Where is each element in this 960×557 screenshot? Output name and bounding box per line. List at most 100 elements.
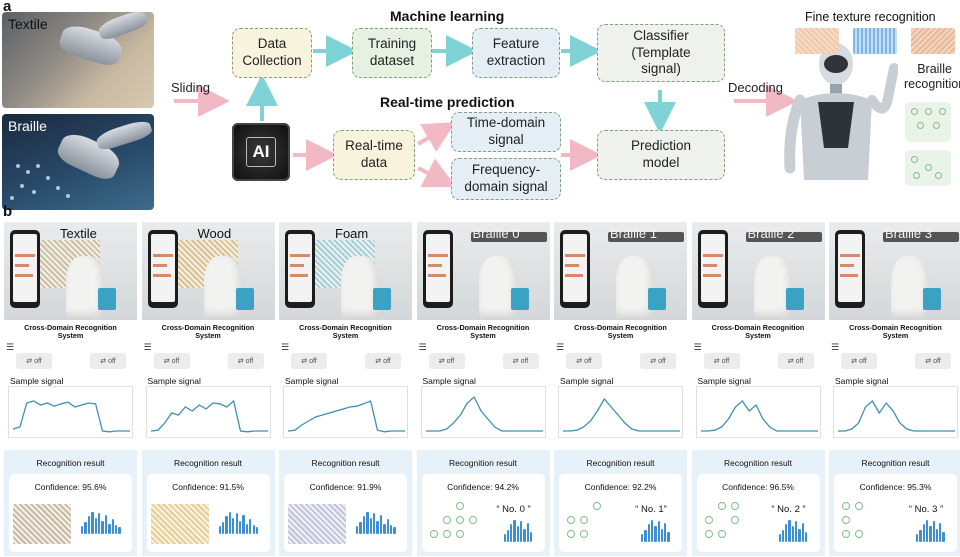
menu-icon[interactable]: ☰ <box>694 342 702 353</box>
switch-right-button[interactable]: ⇄ off <box>228 353 264 369</box>
frequency-bar <box>387 519 389 534</box>
frequency-bar <box>108 524 110 534</box>
frequency-bar <box>84 522 86 534</box>
recognition-result-label: Recognition result <box>692 458 825 468</box>
frequency-bar <box>118 527 120 534</box>
classifier-box: Classifier (Template signal) <box>597 24 725 82</box>
frequency-bar <box>523 529 525 542</box>
menu-icon[interactable]: ☰ <box>144 342 152 353</box>
frequency-bars-icon <box>779 520 809 542</box>
frequency-bar <box>658 521 660 542</box>
braille-number: “ No. 0 ” <box>484 504 544 515</box>
frequency-bar <box>370 518 372 535</box>
frequency-bar <box>356 526 358 534</box>
switch-left-button[interactable]: ⇄ off <box>566 353 602 369</box>
frequency-bar <box>919 530 921 542</box>
switch-left-button[interactable]: ⇄ off <box>704 353 740 369</box>
frequency-bar <box>805 532 807 542</box>
braille-dot <box>567 530 575 538</box>
frequency-bar <box>788 520 790 542</box>
app-screen: Cross-Domain Recognition System ☰ ⇄ off … <box>554 320 687 556</box>
braille-dot <box>430 530 438 538</box>
switch-left-button[interactable]: ⇄ off <box>154 353 190 369</box>
switch-right-button[interactable]: ⇄ off <box>640 353 676 369</box>
app-screen: Cross-Domain Recognition System ☰ ⇄ off … <box>417 320 550 556</box>
frequency-bars-icon <box>504 520 534 542</box>
frequency-bar <box>795 521 797 542</box>
braille-number: “ No. 2 ” <box>759 504 819 515</box>
switch-right-button[interactable]: ⇄ off <box>365 353 401 369</box>
braille-dot <box>842 530 850 538</box>
recognition-result-label: Recognition result <box>142 458 275 468</box>
sample-signal-plot <box>833 386 958 438</box>
menu-icon[interactable]: ☰ <box>6 342 14 353</box>
frequency-bar <box>802 523 804 542</box>
frequency-bar <box>232 518 234 535</box>
switch-left-button[interactable]: ⇄ off <box>841 353 877 369</box>
menu-icon[interactable]: ☰ <box>281 342 289 353</box>
result-card: Confidence: 95.3% “ No. 3 ” <box>834 474 957 552</box>
braille-dot <box>456 516 464 524</box>
signal-waveform <box>422 387 547 439</box>
menu-icon[interactable]: ☰ <box>419 342 427 353</box>
frequency-bar <box>366 512 368 534</box>
frequency-bar <box>651 520 653 542</box>
smartphone-image <box>698 230 728 308</box>
frequency-bar <box>648 524 650 542</box>
signal-line <box>838 401 955 431</box>
frequency-bar <box>520 521 522 542</box>
frequency-bars-icon <box>219 512 259 534</box>
frequency-bar <box>242 515 244 534</box>
sample-signal-plot <box>421 386 546 438</box>
frequency-bar <box>373 513 375 534</box>
app-title: Cross-Domain Recognition System <box>142 324 275 339</box>
frequency-bar <box>644 530 646 542</box>
frequency-bar <box>929 526 931 543</box>
confidence-value: Confidence: 91.5% <box>147 482 270 492</box>
smartphone-image <box>148 230 178 308</box>
frequency-bar <box>236 513 238 534</box>
frequency-bar <box>504 534 506 542</box>
realtime-data-box: Real-time data <box>333 130 415 180</box>
training-dataset-box: Training dataset <box>352 28 432 78</box>
sample-signal-label: Sample signal <box>10 376 63 386</box>
app-screen: Cross-Domain Recognition System ☰ ⇄ off … <box>692 320 825 556</box>
app-screen: Cross-Domain Recognition System ☰ ⇄ off … <box>4 320 137 556</box>
app-title: Cross-Domain Recognition System <box>829 324 960 339</box>
frequency-bars-icon <box>356 512 396 534</box>
smartphone-image <box>560 230 590 308</box>
confidence-value: Confidence: 91.9% <box>284 482 407 492</box>
decoding-label: Decoding <box>728 80 783 95</box>
experiment-photo: Braille 3 <box>829 222 960 320</box>
switch-left-button[interactable]: ⇄ off <box>429 353 465 369</box>
sample-name: Textile <box>60 226 97 241</box>
experiment-photo: Braille 2 <box>692 222 825 320</box>
menu-icon[interactable]: ☰ <box>556 342 564 353</box>
braille-pattern <box>567 502 627 548</box>
recognition-result-section: Recognition result Confidence: 91.5% <box>142 450 275 556</box>
switch-right-button[interactable]: ⇄ off <box>503 353 539 369</box>
sample-signal-plot <box>696 386 821 438</box>
braille-pattern <box>705 502 765 548</box>
app-title: Cross-Domain Recognition System <box>692 324 825 339</box>
switch-left-button[interactable]: ⇄ off <box>16 353 52 369</box>
menu-icon[interactable]: ☰ <box>831 342 839 353</box>
braille-dot <box>731 516 739 524</box>
braille-dot <box>580 516 588 524</box>
texture-swatch-foam <box>853 28 897 54</box>
switch-left-button[interactable]: ⇄ off <box>291 353 327 369</box>
braille-dot <box>593 502 601 510</box>
sample-signal-label: Sample signal <box>148 376 201 386</box>
prediction-model-box: Prediction model <box>597 130 725 180</box>
confidence-value: Confidence: 92.2% <box>559 482 682 492</box>
recognition-column-2: Wood Cross-Domain Recognition System ☰ ⇄… <box>142 222 275 556</box>
frequency-bar <box>507 530 509 542</box>
frequency-bar <box>779 534 781 542</box>
braille-dot <box>705 516 713 524</box>
switch-right-button[interactable]: ⇄ off <box>778 353 814 369</box>
time-domain-signal-box: Time-domain signal <box>451 112 561 152</box>
result-card: Confidence: 91.9% <box>284 474 407 552</box>
switch-right-button[interactable]: ⇄ off <box>915 353 951 369</box>
frequency-bar <box>363 516 365 534</box>
switch-right-button[interactable]: ⇄ off <box>90 353 126 369</box>
